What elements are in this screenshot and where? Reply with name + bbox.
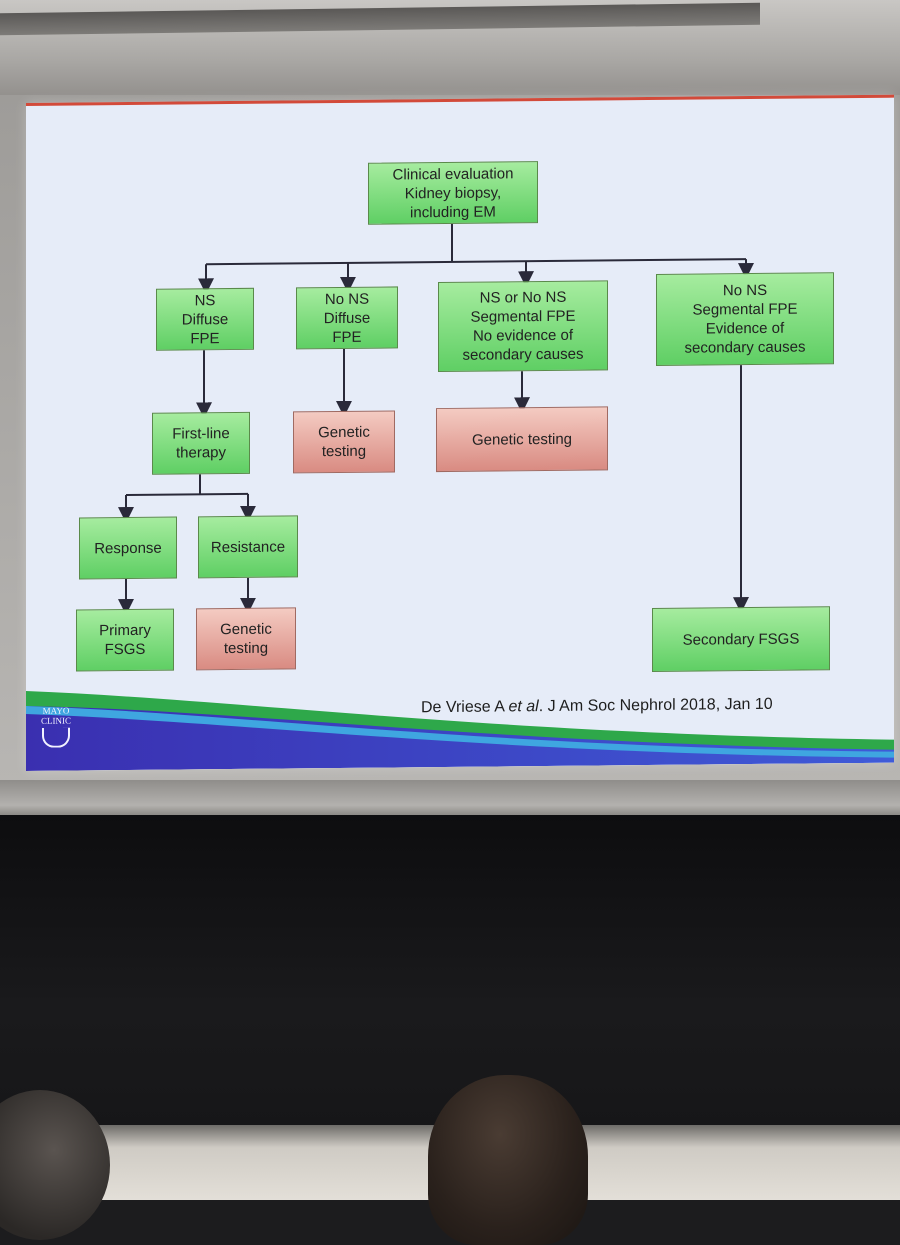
citation-author: De Vriese A [421, 698, 509, 717]
blackboard [0, 815, 900, 1135]
node-no-ns-diffuse-fpe: No NS Diffuse FPE [296, 286, 398, 350]
citation: De Vriese A et al. J Am Soc Nephrol 2018… [421, 696, 773, 717]
logo-text: MAYO CLINIC [41, 705, 71, 726]
citation-etal: et al [508, 698, 539, 716]
node-ns-diffuse-fpe: NS Diffuse FPE [156, 287, 254, 351]
audience-head-right [428, 1075, 588, 1245]
node-secondary-fsgs: Secondary FSGS [652, 606, 830, 672]
node-first-line-therapy: First-line therapy [152, 411, 250, 475]
ceiling-beam [0, 2, 760, 36]
flowchart-connectors [26, 223, 894, 771]
node-segmental-secondary: No NS Segmental FPE Evidence of secondar… [656, 272, 834, 366]
node-resistance: Resistance [198, 515, 298, 579]
node-segmental-no-secondary: NS or No NS Segmental FPE No evidence of… [438, 280, 608, 373]
node-genetic-testing-3: Genetic testing [196, 607, 296, 671]
node-clinical-evaluation: Clinical evaluation Kidney biopsy, inclu… [368, 161, 538, 225]
node-genetic-testing-1: Genetic testing [293, 410, 395, 474]
node-genetic-testing-2: Genetic testing [436, 406, 608, 473]
projected-slide: Clinical evaluation Kidney biopsy, inclu… [26, 94, 894, 771]
shield-icon [42, 727, 70, 748]
footer-swoosh [26, 691, 894, 771]
node-primary-fsgs: Primary FSGS [76, 608, 174, 672]
mayo-clinic-logo: MAYO CLINIC [34, 706, 78, 748]
node-response: Response [79, 516, 177, 580]
ceiling [0, 0, 900, 110]
citation-journal: . J Am Soc Nephrol 2018, Jan 10 [538, 695, 773, 716]
